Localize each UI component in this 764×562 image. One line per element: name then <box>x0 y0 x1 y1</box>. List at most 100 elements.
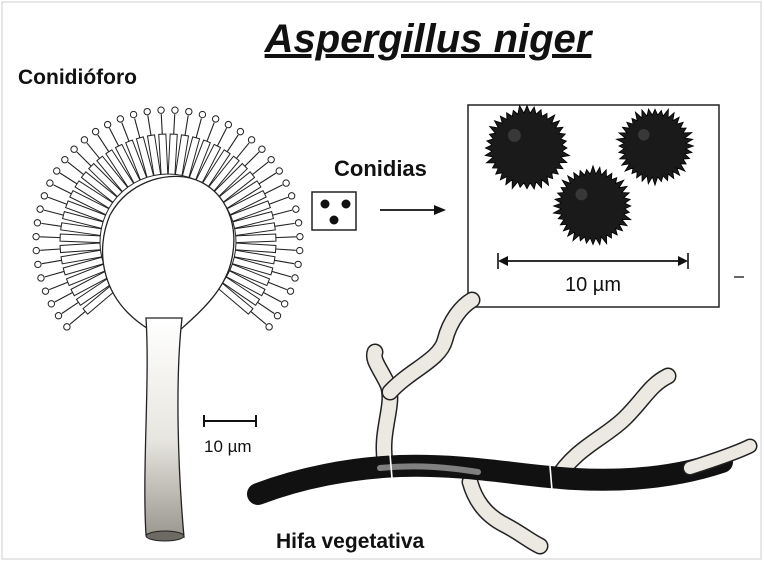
conidium-chain-tip <box>62 156 68 162</box>
conidium-chain-tip <box>35 261 41 267</box>
conidium-chain-tip <box>55 313 61 319</box>
conidium-chain-tip <box>92 128 98 134</box>
phialide-neck <box>185 116 188 136</box>
vegetative-hypha <box>258 300 750 546</box>
phialide-neck <box>207 123 214 142</box>
phialide-neck <box>60 173 77 184</box>
phialide-neck <box>53 185 71 194</box>
conidium-chain-tip <box>158 107 164 113</box>
conidium-chain-tip <box>38 275 44 281</box>
conidium-chain-tip <box>71 146 77 152</box>
conidium-chain-tip <box>268 156 274 162</box>
phialide-neck <box>274 260 294 263</box>
conidium-chain-tip <box>237 128 243 134</box>
conidium-chain-tip <box>212 116 218 122</box>
conidium-chain-tip <box>283 180 289 186</box>
hypha-main <box>258 462 722 494</box>
conidium-chain-tip <box>81 137 87 143</box>
conidium-chain-tip <box>64 324 70 330</box>
spore-highlight <box>576 189 588 201</box>
vesicle <box>103 176 234 330</box>
phialide-neck <box>251 311 266 324</box>
conidium-chain-tip <box>54 168 60 174</box>
conidium-chain-tip <box>186 108 192 114</box>
conidium-chain-tip <box>33 247 39 253</box>
phialide-neck <box>55 293 73 302</box>
stipe <box>145 318 184 537</box>
phialide-neck <box>62 302 79 313</box>
phialide-neck <box>70 311 85 324</box>
conidium-chain-tip <box>293 206 299 212</box>
conidium-chain-tip <box>117 116 123 122</box>
conidium-chain-tip <box>295 261 301 267</box>
conidia-small-box <box>312 192 356 230</box>
conidium-chain-tip <box>287 288 293 294</box>
hypha-branch-3 <box>556 376 668 480</box>
phialide-neck <box>161 114 162 134</box>
phialide-neck <box>98 135 109 152</box>
phialide-neck <box>148 116 151 136</box>
conidium-chain-tip <box>130 111 136 117</box>
hypha-label: Hifa vegetativa <box>276 530 425 553</box>
phialide-neck <box>48 197 67 204</box>
phialide-neck <box>217 128 226 146</box>
conidium-chain-tip <box>295 220 301 226</box>
phialide-neck <box>273 210 292 215</box>
conidia-inset: 10 µm <box>468 105 719 307</box>
phialide-neck <box>174 114 175 134</box>
phialide-neck <box>272 271 291 276</box>
phialide-neck <box>269 197 288 204</box>
phialide-neck <box>68 162 84 174</box>
conidium-chain-tip <box>144 108 150 114</box>
conidium-chain-tip <box>276 168 282 174</box>
conidium-chain-tip <box>37 206 43 212</box>
phialide-neck <box>276 237 296 238</box>
phialide-neck <box>196 118 201 137</box>
phialide-neck <box>227 135 238 152</box>
phialide-neck <box>276 249 296 250</box>
phialide-neck <box>40 249 60 250</box>
phialide <box>60 234 100 243</box>
conidium-chain-tip <box>288 193 294 199</box>
conidium-chain-tip <box>48 301 54 307</box>
phialide-neck <box>263 293 281 302</box>
phialide <box>236 234 276 243</box>
conidium-chain-tip <box>266 324 272 330</box>
phialide-neck <box>49 282 68 289</box>
conidiophore <box>33 107 303 541</box>
spore-highlight <box>638 129 650 141</box>
phialide-neck <box>252 162 268 174</box>
phialide-neck <box>268 282 287 289</box>
inset-scale-label: 10 µm <box>565 274 621 296</box>
conidium-chain-tip <box>297 233 303 239</box>
phialide-neck <box>122 123 129 142</box>
spore-highlight <box>508 129 521 142</box>
phialide-neck <box>258 302 275 313</box>
phialide-neck <box>41 223 61 226</box>
foot-cell <box>146 531 184 541</box>
phialide-neck <box>77 152 91 166</box>
phialide-neck <box>259 173 276 184</box>
conidium-chain-tip <box>34 220 40 226</box>
hypha-branch-2 <box>390 300 472 392</box>
conidium-chain-tip <box>281 301 287 307</box>
hypha-branch-4 <box>470 482 540 546</box>
arrow-to-inset <box>380 205 446 215</box>
conidium-chain-tip <box>172 107 178 113</box>
conidium-chain-tip <box>274 313 280 319</box>
conidium-chain-tip <box>47 180 53 186</box>
conidiophore-scale-label: 10 µm <box>204 437 252 456</box>
phialide-neck <box>236 143 249 158</box>
phialide-neck <box>245 152 259 166</box>
phialide-neck <box>87 143 100 158</box>
figure-title: Aspergillus niger <box>264 17 594 61</box>
conidium-chain-tip <box>259 146 265 152</box>
conidium-chain-tip <box>42 288 48 294</box>
phialide-neck <box>275 223 295 226</box>
conidium-chain-tip <box>292 275 298 281</box>
phialide-neck <box>135 118 140 137</box>
conidiophore-scale-bar: 10 µm <box>204 415 256 456</box>
conidium-chain-tip <box>33 233 39 239</box>
